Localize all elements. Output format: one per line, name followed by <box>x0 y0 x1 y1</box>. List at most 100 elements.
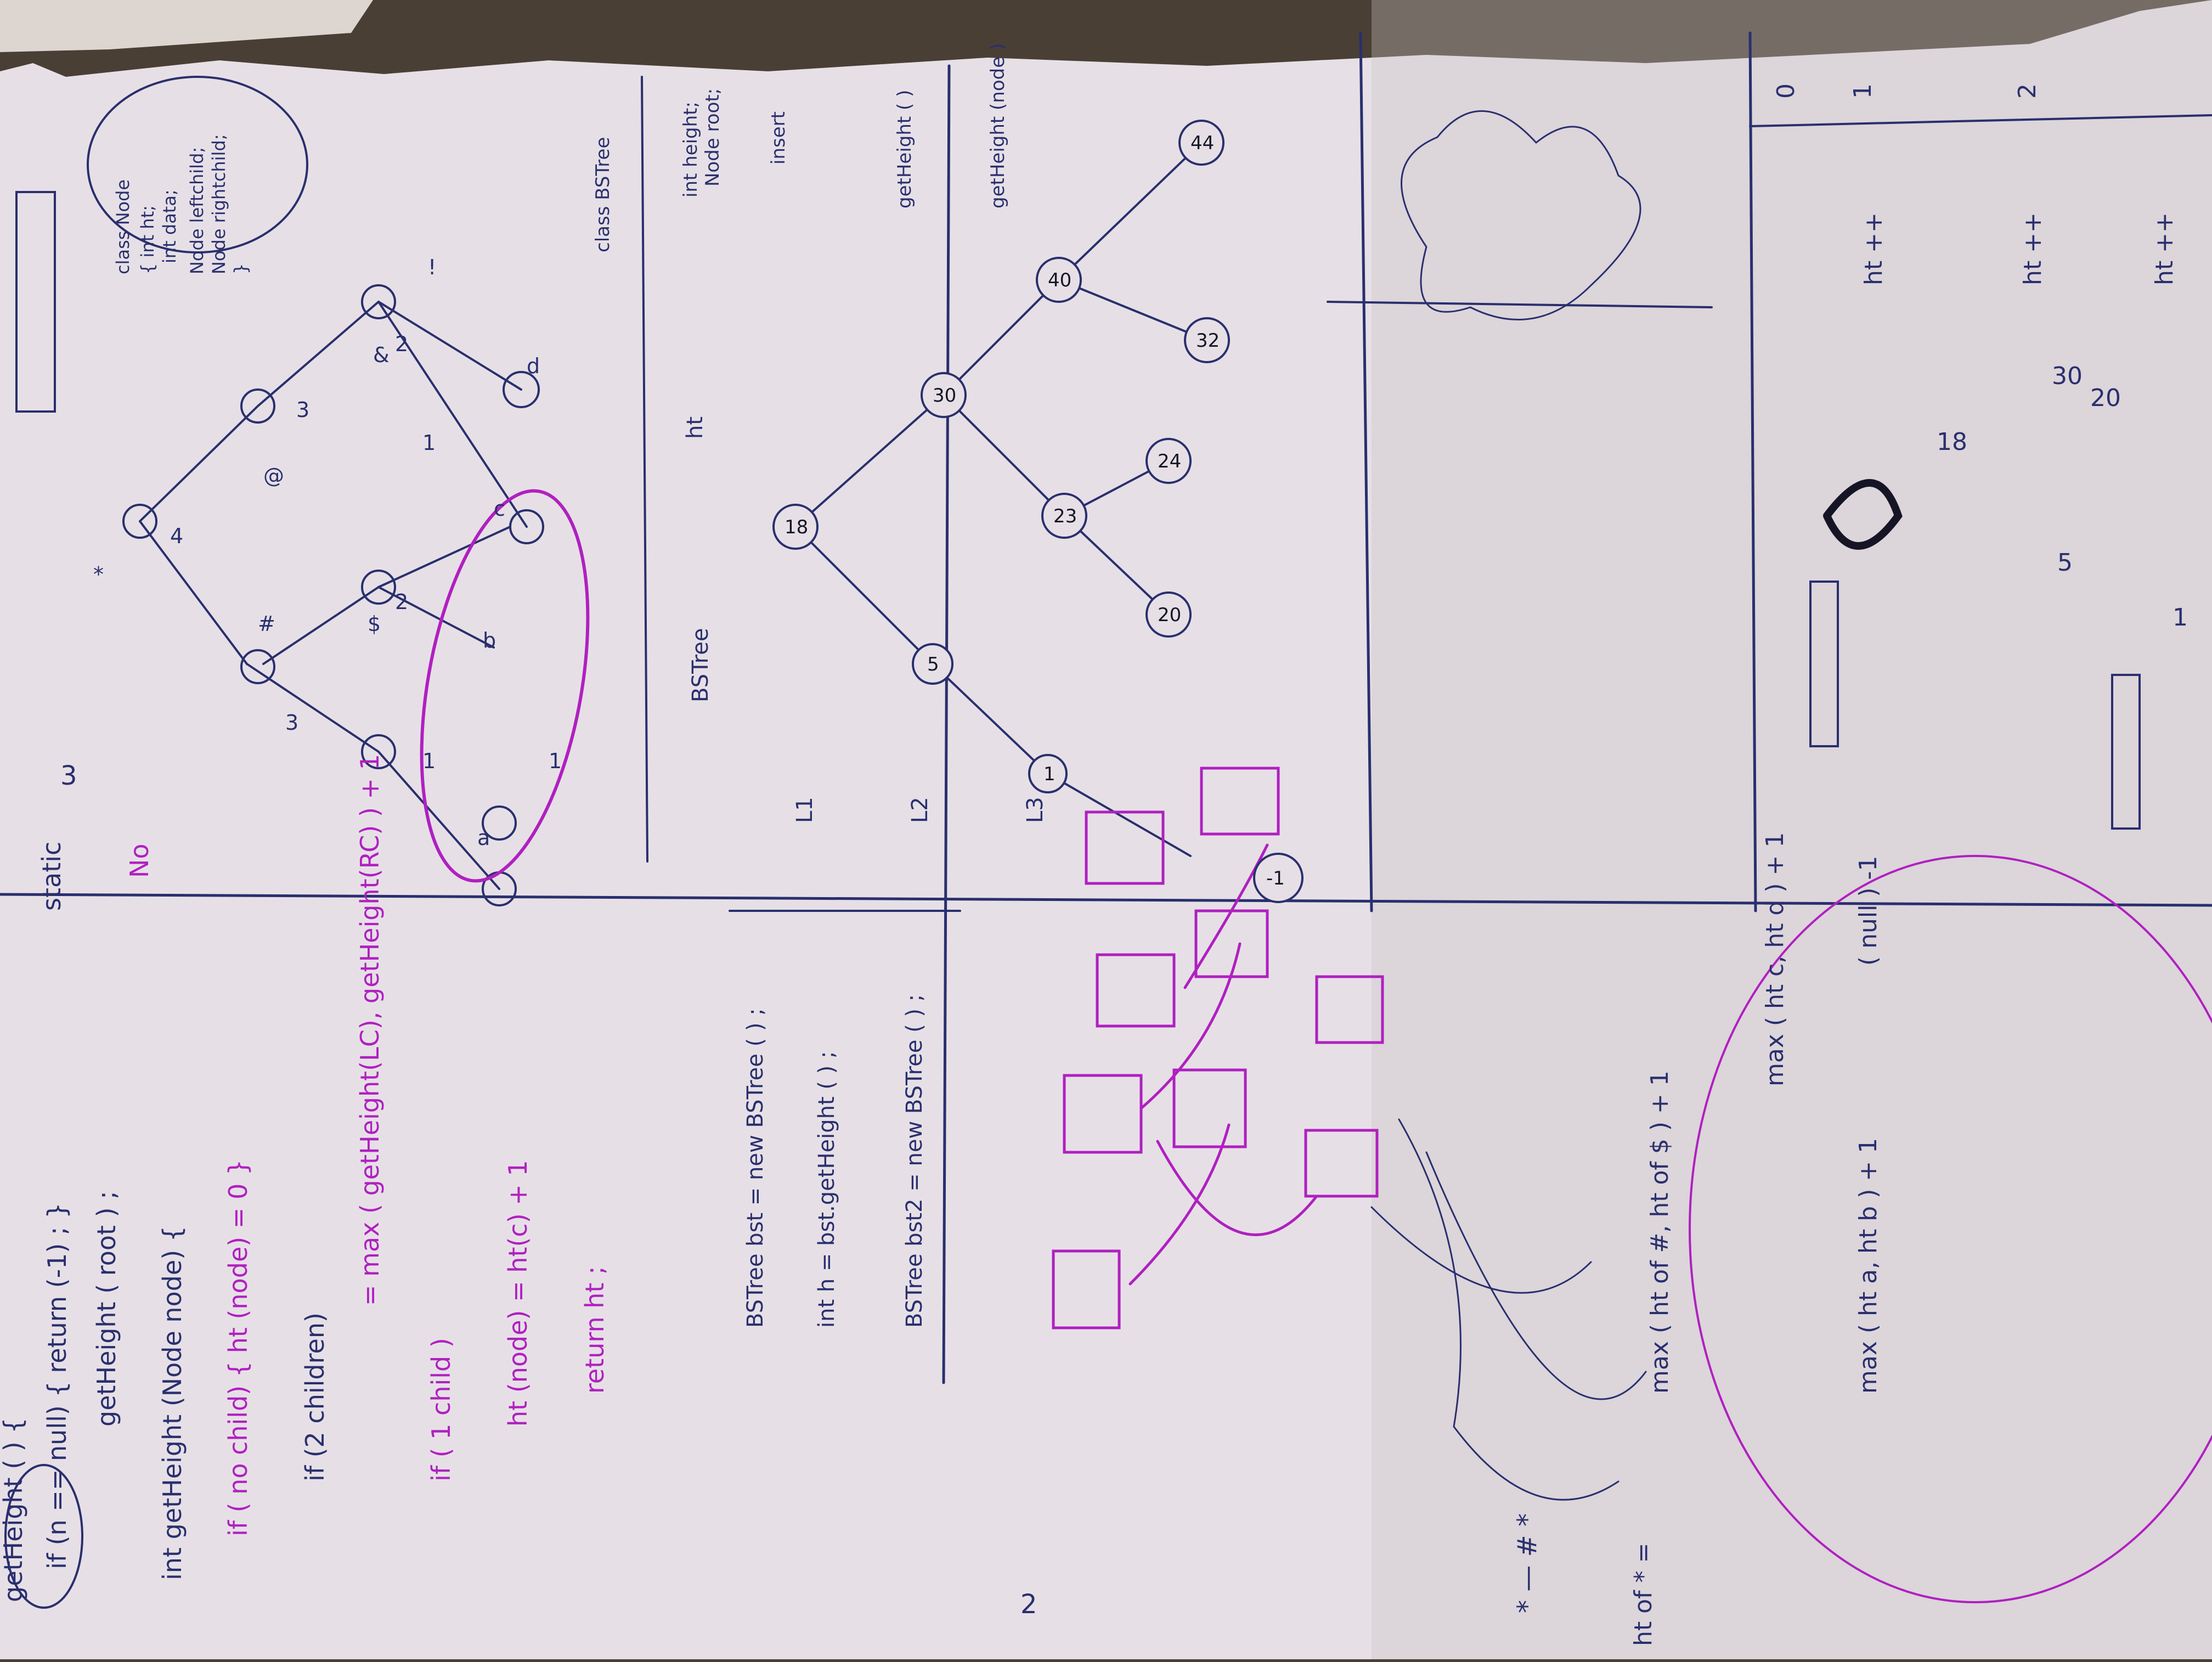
bst-node-label: 20 <box>1158 604 1181 626</box>
paper-shade <box>1372 0 2212 1659</box>
bst-node-5 <box>912 643 953 685</box>
bst-node-label: 30 <box>933 385 956 407</box>
bst-class-label: class BSTree <box>592 137 614 252</box>
node-class-line: } <box>230 263 251 274</box>
usage-notes: BSTree bst = new BSTree ( ) ; int h = bs… <box>743 994 927 1328</box>
usage-line: BSTree bst2 = new BSTree ( ) ; <box>902 994 927 1328</box>
bst-node-label: 40 <box>1048 269 1071 291</box>
bst-node-40 <box>1036 257 1082 303</box>
node-class-line: { int ht; <box>137 205 158 274</box>
divider-right-row <box>1749 114 2212 127</box>
bst-node-30 <box>921 372 967 418</box>
bst-node-32 <box>1184 317 1230 363</box>
height-label: 1 <box>549 749 562 773</box>
recursion-base-case: ( null ) -1 <box>1854 856 1882 966</box>
circled-value: 20 <box>2090 384 2121 412</box>
bst-class-notes: class BSTree Node root; int height; inse… <box>592 43 1009 252</box>
network-sketch <box>1370 1118 1647 1501</box>
no-label: No <box>125 843 154 878</box>
height-label: 4 <box>170 524 183 548</box>
symbol-label: $ <box>368 612 381 636</box>
level-label: L3 <box>1023 797 1048 823</box>
divider-horizontal-mid <box>1359 31 1373 912</box>
cloud-sketch <box>1401 110 1641 320</box>
symbol-label: & <box>373 343 390 367</box>
bst-tree-title: BSTree <box>688 628 713 702</box>
arrow-right <box>1327 301 1713 308</box>
bst-node-20 <box>1146 591 1192 638</box>
bst-get-height-node: getHeight (node ) <box>987 43 1009 209</box>
right-column-scribble <box>1823 479 1903 550</box>
star-row: * — # * <box>1512 1513 1543 1613</box>
bst-node-44 <box>1178 120 1224 166</box>
bst-node-24 <box>1146 438 1192 484</box>
increment-note: ht ++ <box>1860 212 1888 285</box>
counter-value: 2 <box>2013 83 2041 99</box>
if-null-line: if (n == null) { return (-1) ; } <box>42 1203 72 1569</box>
method-signature: getHeight ( ) { <box>0 1417 28 1602</box>
leaf-label: c <box>494 497 505 521</box>
circled-value: 1 <box>2172 604 2188 632</box>
leaf-label: a <box>477 826 490 850</box>
circled-value: 18 <box>1937 428 1967 456</box>
circled-value: 30 <box>2052 362 2083 390</box>
circled-value: 5 <box>2057 549 2073 577</box>
code-notes: getHeight ( ) { if (n == null) { return … <box>0 754 610 1602</box>
stack-frame-boxes <box>1052 767 1384 1329</box>
leaf-label: d <box>527 354 540 378</box>
bst-node-minus1 <box>1253 853 1304 903</box>
other-sheet <box>0 0 373 52</box>
recursion-notes: max ( ht of #, ht of $ ) + 1 max ( ht a,… <box>1629 832 1882 1646</box>
right-column-notes: 0 1 2 ht ++ ht ++ ht ++ 18 5 20 30 1 <box>1772 83 2188 632</box>
bst-get-height: getHeight ( ) <box>894 90 916 209</box>
divider-vertical-left <box>0 893 2212 907</box>
node-class-line: Node rightchild; <box>208 134 229 274</box>
sketch-tree-nodes <box>122 284 544 906</box>
recursion-circle <box>1689 855 2212 1603</box>
level-label: L1 <box>792 797 817 823</box>
divider-horizontal-top <box>942 64 951 1384</box>
increment-note: ht ++ <box>2151 212 2179 285</box>
vertical-box-left <box>15 191 56 413</box>
sketch-tree-labels: 4 3 3 2 2 1 1 1 * # $ & @ ! a b c d <box>93 255 562 850</box>
height-label: 3 <box>296 398 309 422</box>
node-class-line: Node leftchild; <box>187 147 207 274</box>
node-class-line: int data; <box>159 189 180 263</box>
right-column-box-bottom <box>2111 674 2141 830</box>
return-ht-line: return ht ; <box>580 1266 610 1394</box>
ht-label: ht <box>682 416 708 439</box>
level-label: L2 <box>907 797 933 823</box>
usage-line: int h = bst.getHeight ( ) ; <box>814 1051 839 1328</box>
increment-note: ht ++ <box>2019 212 2047 285</box>
int-signature: int getHeight (Node node) { <box>157 1226 187 1580</box>
recursion-max-hash: max ( ht a, ht b ) + 1 <box>1854 1138 1882 1394</box>
misc-notes: 3 2 * — # * <box>60 760 1543 1620</box>
symbol-label: * <box>93 562 104 587</box>
bst-node-23 <box>1041 493 1087 539</box>
usage-line: BSTree bst = new BSTree ( ) ; <box>743 1008 768 1328</box>
divider-horizontal-right <box>1748 31 1757 912</box>
if-two-child-line: if (2 children) <box>300 1312 330 1481</box>
recursion-max-star: max ( ht of #, ht of $ ) + 1 <box>1646 1071 1674 1394</box>
symbol-label: @ <box>263 464 284 488</box>
bst-node-1 <box>1028 754 1068 793</box>
if-no-child-line: if ( no child) { ht (node) = 0 } <box>223 1159 253 1536</box>
bst-node-label: 1 <box>1043 763 1056 785</box>
static-keyword: static <box>37 842 66 911</box>
bst-root-line: Node root; <box>702 88 724 187</box>
bst-node-label: 24 <box>1158 450 1181 472</box>
bst-node-labels: 18 5 30 1 23 40 20 24 32 44 -1 <box>772 120 1304 903</box>
circled-number: 2 <box>1020 1589 1037 1620</box>
bst-node-label: 32 <box>1196 330 1220 352</box>
leaf-label: b <box>483 628 496 652</box>
height-label: 1 <box>422 749 436 773</box>
call-root-line: getHeight ( root ) ; <box>92 1191 121 1427</box>
height-label: 3 <box>285 711 298 735</box>
node-class-oval <box>87 76 308 253</box>
height-label: 2 <box>395 332 408 356</box>
bst-node-label: 5 <box>927 653 939 675</box>
bst-node-label: -1 <box>1266 867 1285 889</box>
bst-tree-edges <box>794 142 1208 857</box>
